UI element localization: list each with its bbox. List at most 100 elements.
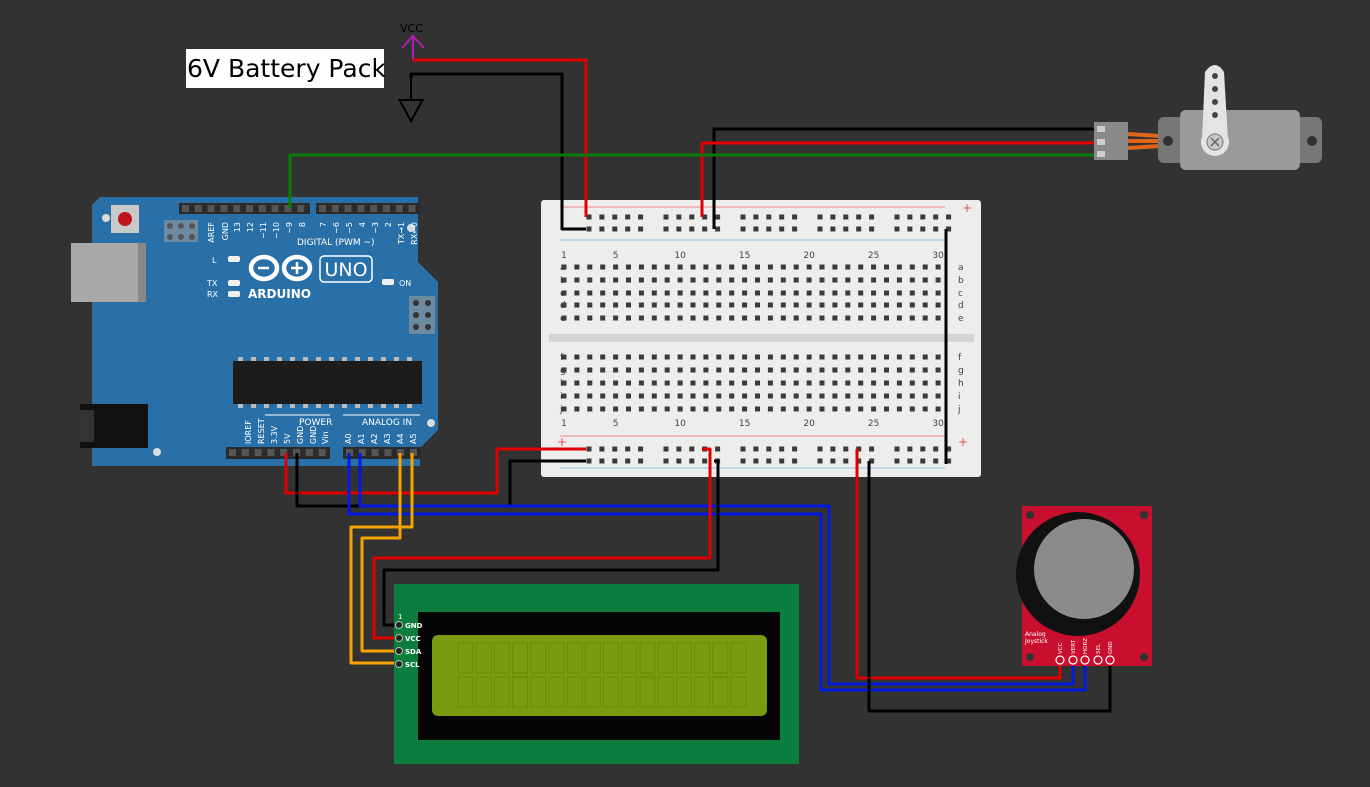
breadboard-hole[interactable] <box>690 354 696 360</box>
breadboard-hole[interactable] <box>793 277 799 283</box>
breadboard-hole[interactable] <box>729 315 735 321</box>
breadboard-hole[interactable] <box>626 302 631 308</box>
breadboard-hole[interactable] <box>767 290 773 296</box>
breadboard-hole[interactable] <box>626 264 631 270</box>
breadboard-hole[interactable] <box>703 406 709 412</box>
analog-pin-hole[interactable] <box>397 449 405 456</box>
breadboard-hole[interactable] <box>780 380 786 386</box>
breadboard-hole[interactable] <box>922 315 928 321</box>
rail-hole[interactable] <box>663 214 669 220</box>
digital-pin-hole[interactable] <box>258 205 266 212</box>
battery-vcc-symbol[interactable]: VCC <box>400 22 425 60</box>
digital-pin-hole[interactable] <box>344 205 352 212</box>
breadboard-hole[interactable] <box>638 302 644 308</box>
breadboard-hole[interactable] <box>664 393 670 399</box>
breadboard-hole[interactable] <box>690 302 696 308</box>
breadboard-hole[interactable] <box>690 406 696 412</box>
lcd-pin[interactable] <box>395 634 403 642</box>
breadboard-hole[interactable] <box>819 302 825 308</box>
digital-pin-hole[interactable] <box>194 205 202 212</box>
digital-pin-hole[interactable] <box>408 205 416 212</box>
breadboard-hole[interactable] <box>909 380 915 386</box>
breadboard-hole[interactable] <box>742 367 748 373</box>
rail-hole[interactable] <box>702 226 708 232</box>
breadboard-hole[interactable] <box>651 354 657 360</box>
breadboard-hole[interactable] <box>845 264 851 270</box>
breadboard-hole[interactable] <box>806 277 812 283</box>
breadboard-hole[interactable] <box>703 354 709 360</box>
breadboard-hole[interactable] <box>896 406 902 412</box>
rail-hole[interactable] <box>740 214 746 220</box>
breadboard-hole[interactable] <box>587 264 593 270</box>
rail-hole[interactable] <box>894 446 900 452</box>
rail-hole[interactable] <box>907 226 913 232</box>
rail-hole[interactable] <box>612 226 618 232</box>
breadboard-hole[interactable] <box>742 315 748 321</box>
breadboard-hole[interactable] <box>845 354 851 360</box>
breadboard-hole[interactable] <box>690 367 696 373</box>
rail-hole[interactable] <box>946 446 952 452</box>
breadboard-hole[interactable] <box>703 277 709 283</box>
rail-hole[interactable] <box>766 214 772 220</box>
rail-hole[interactable] <box>715 446 721 452</box>
digital-pin-hole[interactable] <box>246 205 253 212</box>
rail-hole[interactable] <box>792 226 798 232</box>
rail-hole[interactable] <box>792 214 798 220</box>
breadboard-hole[interactable] <box>729 290 735 296</box>
breadboard-hole[interactable] <box>755 367 760 373</box>
breadboard-hole[interactable] <box>871 354 877 360</box>
breadboard-hole[interactable] <box>871 315 877 321</box>
arduino-uno-board[interactable]: UNO ARDUINO L TX RX ON DIGITAL (PWM ~) A… <box>71 197 438 466</box>
rail-hole[interactable] <box>663 458 669 464</box>
digital-pin-hole[interactable] <box>207 205 215 212</box>
breadboard-hole[interactable] <box>729 354 735 360</box>
breadboard-hole[interactable] <box>664 315 670 321</box>
rail-hole[interactable] <box>830 214 836 220</box>
breadboard-hole[interactable] <box>793 264 799 270</box>
breadboard-hole[interactable] <box>922 354 928 360</box>
breadboard-hole[interactable] <box>819 406 825 412</box>
rail-hole[interactable] <box>663 226 669 232</box>
breadboard-hole[interactable] <box>909 302 915 308</box>
rail-hole[interactable] <box>586 226 592 232</box>
rail-hole[interactable] <box>933 446 939 452</box>
breadboard-hole[interactable] <box>767 354 773 360</box>
wire-joystick-vcc[interactable] <box>855 449 1062 680</box>
rail-hole[interactable] <box>740 226 746 232</box>
breadboard-hole[interactable] <box>729 302 735 308</box>
breadboard-hole[interactable] <box>871 277 877 283</box>
rail-hole[interactable] <box>612 214 618 220</box>
rail-hole[interactable] <box>779 214 785 220</box>
breadboard-hole[interactable] <box>626 277 631 283</box>
rail-hole[interactable] <box>856 226 862 232</box>
breadboard-hole[interactable] <box>677 354 683 360</box>
breadboard-hole[interactable] <box>561 277 567 283</box>
rail-hole[interactable] <box>817 446 823 452</box>
breadboard-hole[interactable] <box>767 367 773 373</box>
breadboard-hole[interactable] <box>832 264 838 270</box>
rail-hole[interactable] <box>766 446 772 452</box>
breadboard-hole[interactable] <box>832 315 838 321</box>
breadboard-hole[interactable] <box>896 380 902 386</box>
breadboard-hole[interactable] <box>935 302 941 308</box>
breadboard-hole[interactable] <box>845 302 851 308</box>
breadboard-hole[interactable] <box>922 380 928 386</box>
breadboard-hole[interactable] <box>755 393 760 399</box>
breadboard-hole[interactable] <box>651 290 657 296</box>
breadboard-hole[interactable] <box>613 380 619 386</box>
power-header[interactable] <box>226 447 330 459</box>
breadboard-hole[interactable] <box>755 406 760 412</box>
breadboard-hole[interactable] <box>780 277 786 283</box>
breadboard-hole[interactable] <box>832 290 838 296</box>
breadboard-hole[interactable] <box>819 380 825 386</box>
analog-pin-hole[interactable] <box>384 449 392 456</box>
breadboard-hole[interactable] <box>832 302 838 308</box>
rail-hole[interactable] <box>792 446 798 452</box>
battery-ground-symbol[interactable] <box>398 78 424 124</box>
breadboard-hole[interactable] <box>755 264 760 270</box>
breadboard-hole[interactable] <box>574 277 580 283</box>
rail-hole[interactable] <box>920 214 926 220</box>
breadboard-hole[interactable] <box>716 354 722 360</box>
breadboard-hole[interactable] <box>935 393 941 399</box>
breadboard-hole[interactable] <box>742 380 748 386</box>
